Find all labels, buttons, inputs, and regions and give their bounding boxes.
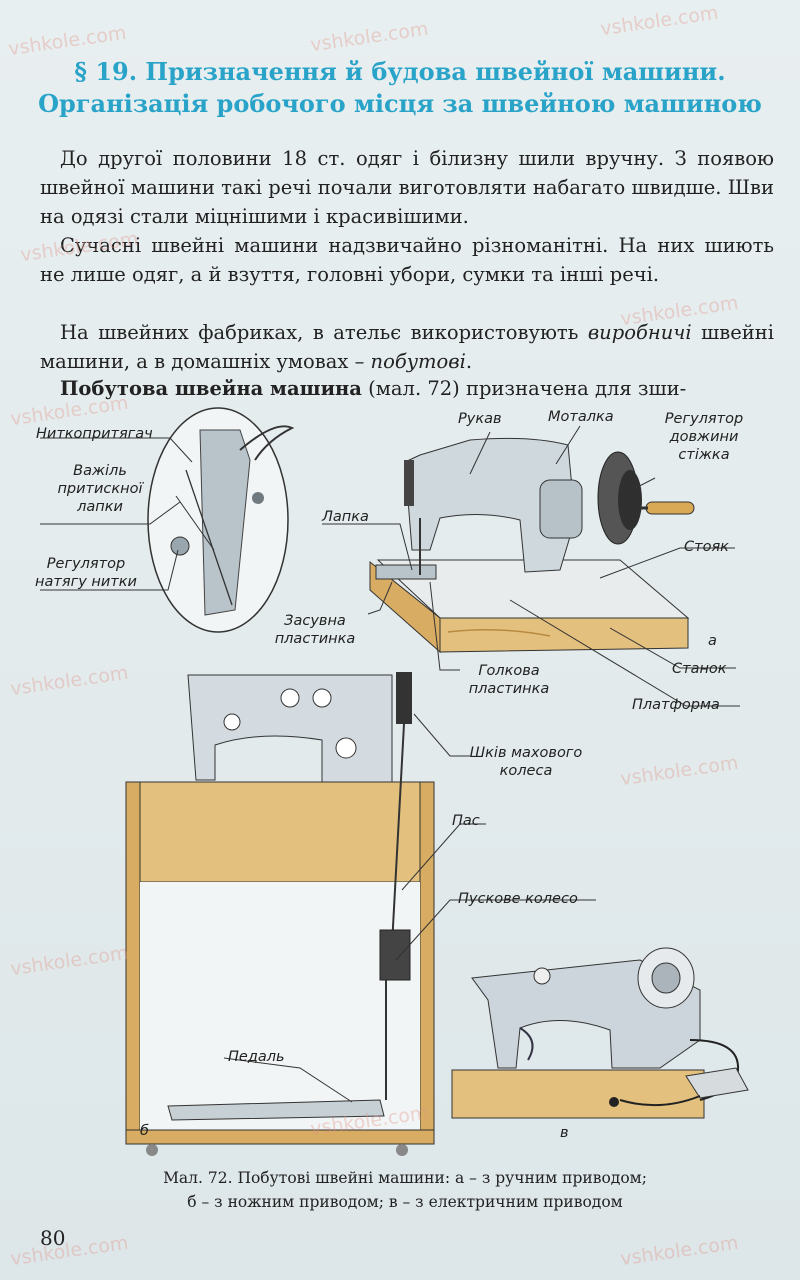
watermark: vshkole.com xyxy=(619,1231,740,1271)
label-fig-a: а xyxy=(708,633,717,649)
term-pobutova-mashyna: Побутова швейна машина xyxy=(60,377,362,400)
paragraph-2: Сучасні швейні машини надзвичайно різном… xyxy=(40,234,774,286)
watermark: vshkole.com xyxy=(599,1,720,41)
label-puskove: Пускове колесо xyxy=(458,891,578,907)
watermark: vshkole.com xyxy=(7,21,128,61)
label-golkova: Голкова пластинка xyxy=(468,663,550,697)
oval-leader-lines xyxy=(40,437,193,591)
label-reg-dovzhyny: Регулятор довжини стіжка xyxy=(664,411,744,463)
label-platforma: Платформа xyxy=(632,697,720,713)
watermark: vshkole.com xyxy=(309,17,430,57)
machine-b-leader-lines xyxy=(223,713,596,1103)
detail-oval xyxy=(147,407,295,633)
label-skiv: Шків махового колеса xyxy=(469,745,583,779)
label-stoyak: Стояк xyxy=(684,539,729,555)
watermark: vshkole.com xyxy=(9,1231,130,1271)
label-fig-v: в xyxy=(560,1125,569,1141)
machine-c-electric-drive xyxy=(451,947,749,1119)
machine-a-leader-lines xyxy=(322,425,740,707)
label-motalka: Моталка xyxy=(548,409,614,425)
term-vyrobnychi: виробничі xyxy=(587,321,692,344)
label-pas: Пас xyxy=(452,813,480,829)
label-nytkopr: Ниткопритягач xyxy=(36,426,153,442)
paragraph-1: До другої половини 18 ст. одяг і білизну… xyxy=(40,147,774,228)
label-pedal: Педаль xyxy=(228,1049,285,1065)
label-fig-b: б xyxy=(140,1123,149,1139)
label-reg-natyagu: Регулятор натягу нитки xyxy=(35,556,137,590)
machine-b-foot-drive xyxy=(125,672,435,1156)
label-vazhil: Важіль притискної лапки xyxy=(57,463,143,515)
figure-72-illustration xyxy=(40,407,749,1156)
term-pobutovi: побутові xyxy=(370,350,466,373)
machine-a-hand-drive xyxy=(369,437,695,654)
section-heading: § 19. Призначення й будова швейної машин… xyxy=(30,56,770,120)
page-number: 80 xyxy=(40,1226,66,1250)
label-lapka: Лапка xyxy=(322,509,369,525)
heading-line-2: Організація робочого місця за швейною ма… xyxy=(38,89,762,118)
label-zasuvna: Засувна пластинка xyxy=(274,613,356,647)
heading-line-1: § 19. Призначення й будова швейної машин… xyxy=(74,57,726,86)
figure-caption: Мал. 72. Побутові швейні машини: а – з р… xyxy=(163,1169,647,1211)
label-stanok: Станок xyxy=(672,661,727,677)
paragraph-4: Побутова швейна машина (мал. 72) признач… xyxy=(60,377,687,400)
label-rukav: Рукав xyxy=(458,411,502,427)
paragraph-3: На швейних фабриках, в ательє використов… xyxy=(40,321,774,373)
